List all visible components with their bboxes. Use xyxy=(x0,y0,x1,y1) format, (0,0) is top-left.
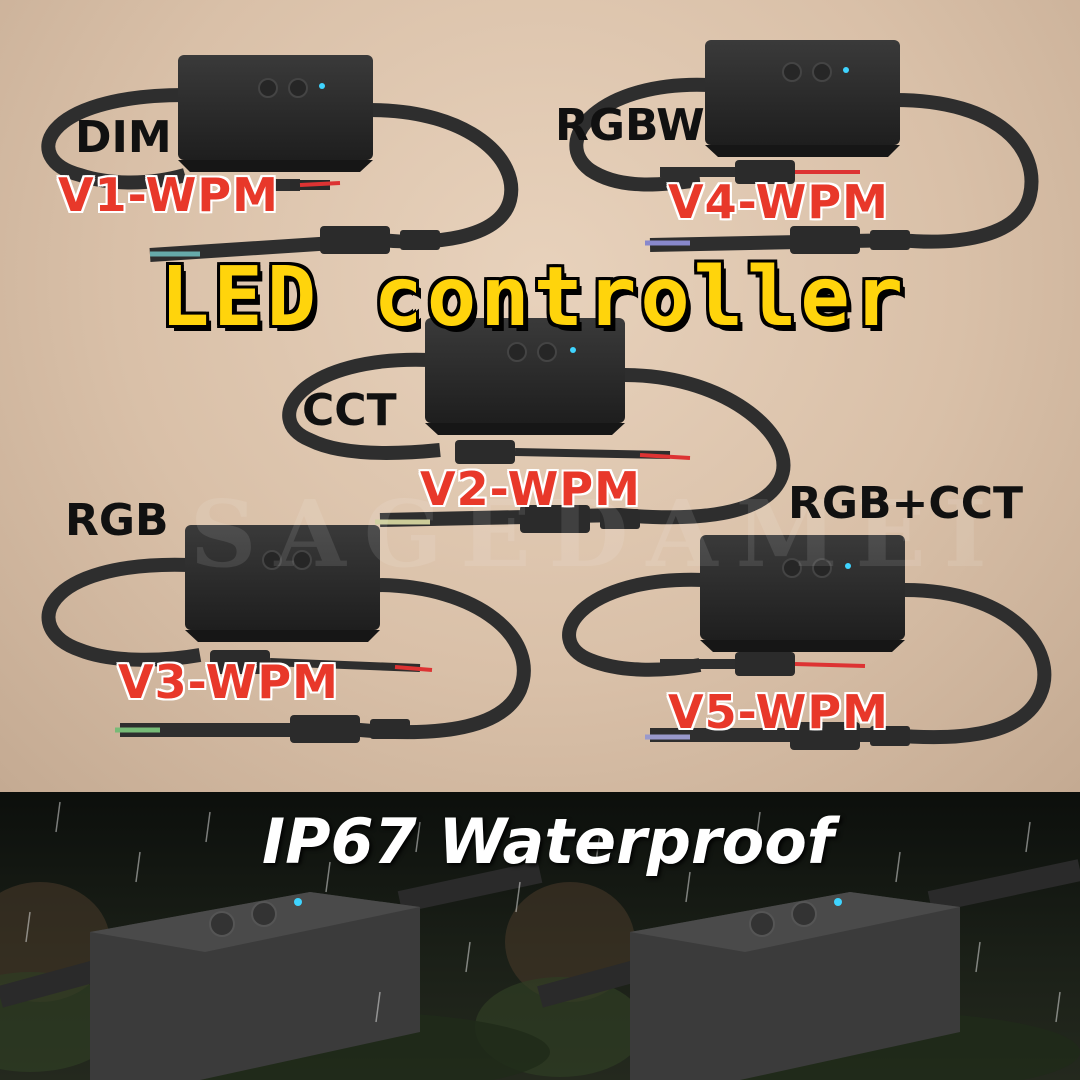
controller-v3 xyxy=(41,525,531,743)
model-label-v4: V4-WPM xyxy=(668,175,889,229)
type-label-rgb-cct: RGB+CCT xyxy=(788,478,1023,529)
rain-scene xyxy=(0,801,1080,1080)
type-label-rgb: RGB xyxy=(65,495,169,546)
type-label-dim: DIM xyxy=(75,112,172,163)
rain-streaks xyxy=(25,801,1061,1023)
controller-v4 xyxy=(569,40,1039,254)
type-label-cct: CCT xyxy=(302,385,397,436)
model-label-v2: V2-WPM xyxy=(420,462,641,516)
product-lineup-panel: SAGEDAMEI DIM V1-WPM RGBW V4-WPM LED con… xyxy=(0,0,1080,792)
controller-illustrations xyxy=(41,40,1052,750)
controller-v1 xyxy=(41,55,519,262)
model-label-v3: V3-WPM xyxy=(118,655,339,709)
waterproof-panel: IP67 Waterproof xyxy=(0,792,1080,1080)
waterproof-controller-right xyxy=(537,859,1080,1080)
model-label-v5: V5-WPM xyxy=(668,685,889,739)
controller-v5 xyxy=(562,535,1052,750)
waterproof-controller-left xyxy=(0,861,543,1080)
brand-watermark: SAGEDAMEI xyxy=(190,480,1005,588)
headline-led-controller: LED controller xyxy=(160,250,908,345)
waterproof-title: IP67 Waterproof xyxy=(262,805,834,878)
controller-v2 xyxy=(282,318,791,533)
model-label-v1: V1-WPM xyxy=(58,168,279,222)
type-label-rgbw: RGBW xyxy=(555,100,705,151)
